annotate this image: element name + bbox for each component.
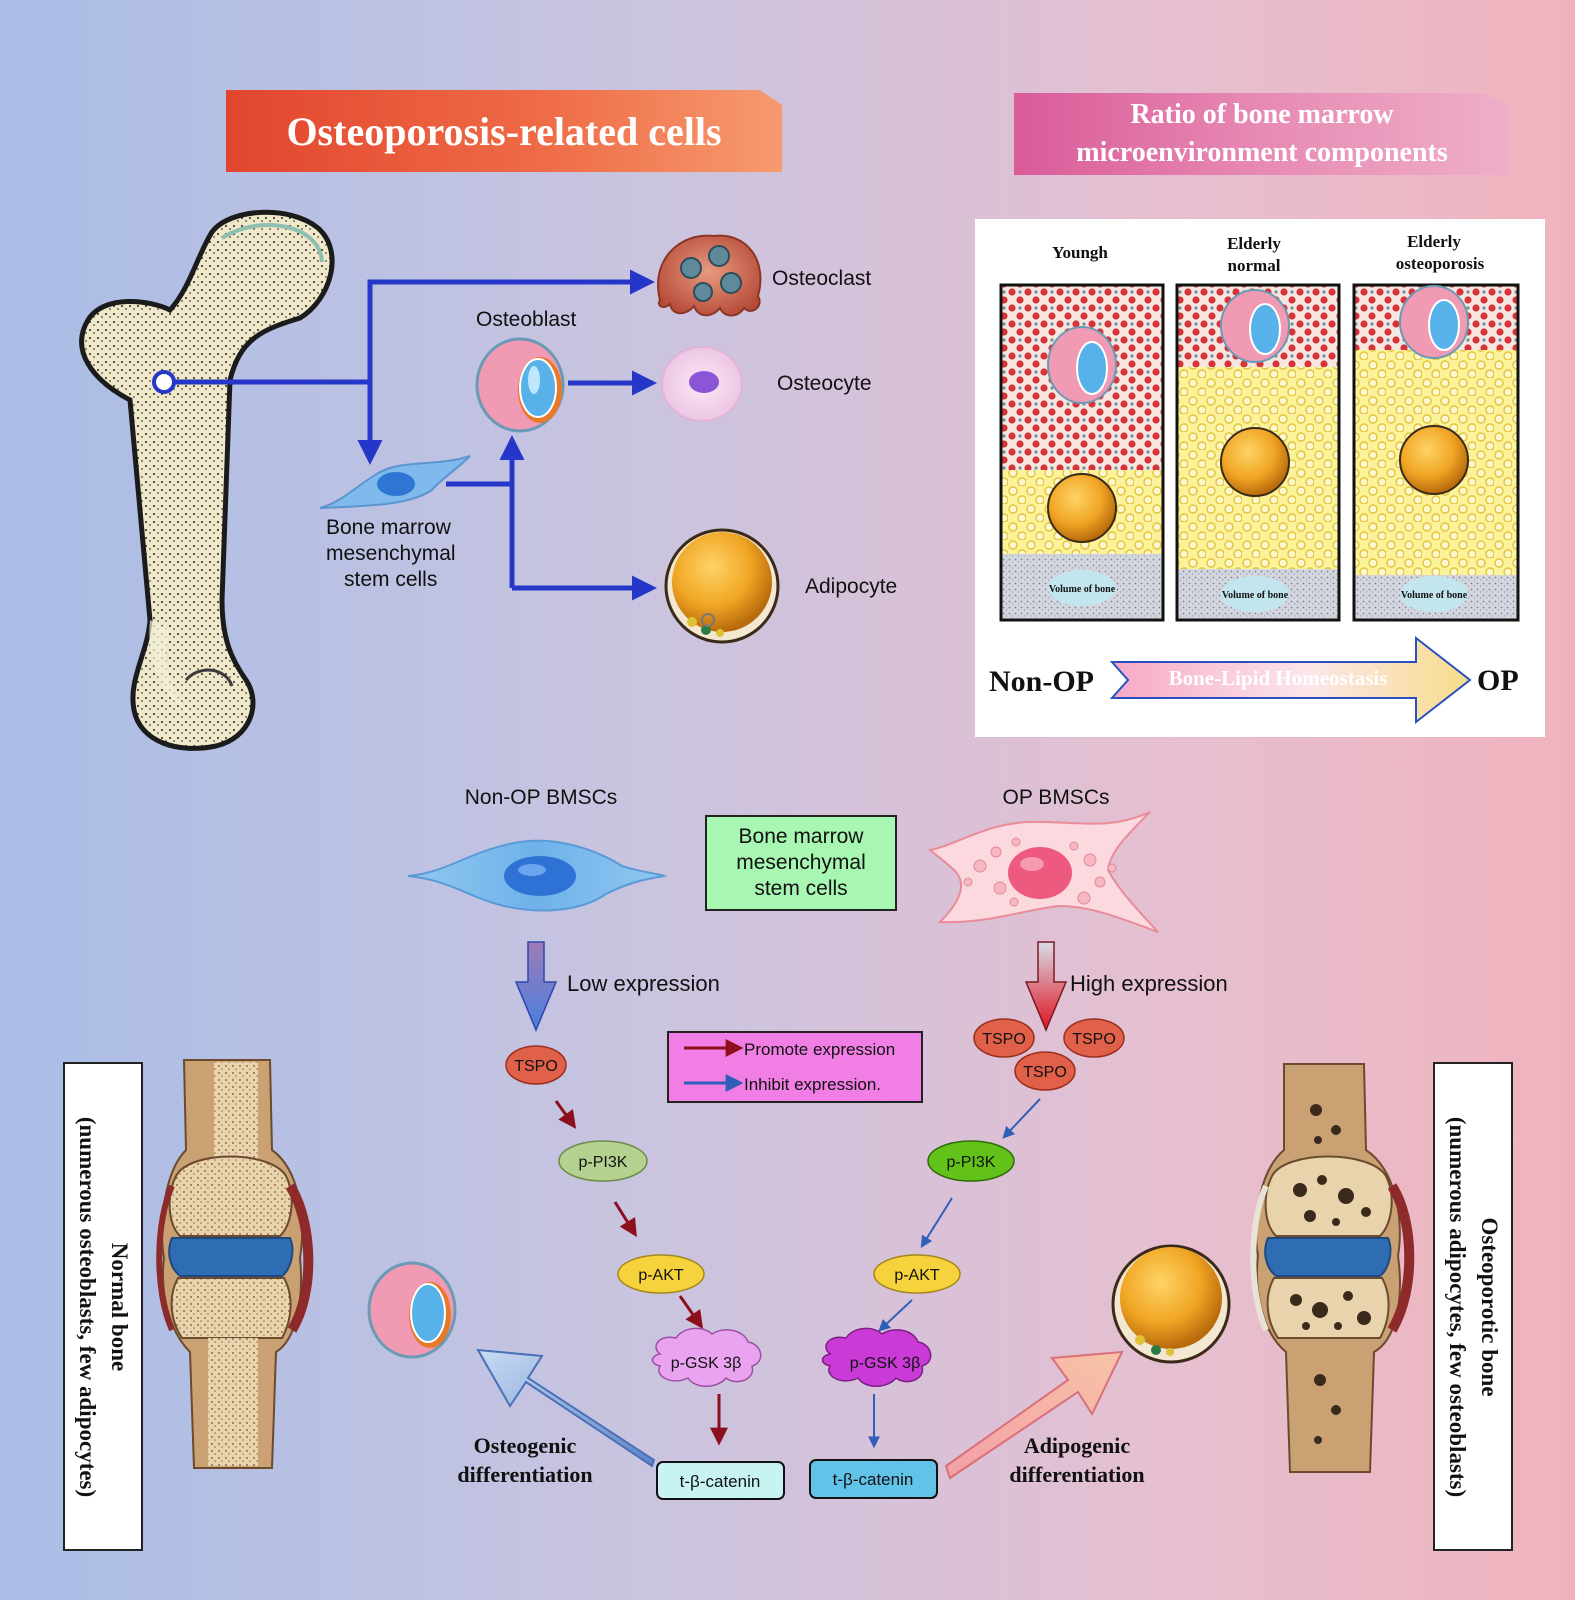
- bmsc-center-box: Bone marrow mesenchymal stem cells: [705, 815, 897, 911]
- tspo-label-right-1: TSPO: [982, 1031, 1026, 1048]
- osteogenic-label-line2: differentiation: [457, 1462, 592, 1487]
- gsk-node-right: [821, 1327, 932, 1387]
- high-expression-arrow: [1024, 941, 1068, 1032]
- catenin-node-left: [656, 1461, 785, 1500]
- tspo-node-right-3: [1014, 1051, 1076, 1091]
- bmsc-label-line3: stem cells: [344, 568, 437, 591]
- expression-legend: [667, 1031, 923, 1103]
- gsk-label-left: p-GSK 3β: [671, 1355, 742, 1372]
- column-elderly-osteoporosis: Volume of bone: [1352, 283, 1520, 622]
- adipocyte-cell-bottom: [1111, 1244, 1231, 1364]
- tspo-label-left: TSPO: [514, 1058, 558, 1075]
- inhibit-legend-label: Inhibit expression.: [744, 1075, 881, 1094]
- tspo-node-right-1: [973, 1018, 1035, 1058]
- non-op-label: Non-OP: [989, 665, 1094, 698]
- ratio-banner: Ratio of bone marrow microenvironment co…: [1014, 93, 1510, 175]
- akt-label-right: p-AKT: [894, 1267, 940, 1284]
- adipogenic-label-line1: Adipogenic: [1024, 1433, 1131, 1458]
- tspo-label-right-3: TSPO: [1023, 1064, 1067, 1081]
- gsk-node-left: [651, 1327, 762, 1387]
- osteogenic-arrow: [476, 1348, 656, 1468]
- homeostasis-arrow: [1109, 635, 1472, 725]
- low-expression-label: Low expression: [567, 971, 720, 996]
- osteoporotic-knee-illustration: [1250, 1063, 1415, 1473]
- tspo-node-left: [505, 1045, 567, 1085]
- bmsc-center-line1: Bone marrow: [738, 824, 864, 848]
- bone-volume-label-young: Volume of bone: [1049, 584, 1116, 595]
- osteocyte-cell: [661, 346, 743, 422]
- ratio-title-line2: microenvironment components: [1076, 137, 1448, 168]
- normal-bone-subtitle: (numerous osteoblasts, few adipocytes): [75, 1116, 100, 1497]
- osteoporotic-bone-side-box: Osteoporotic bone (numerous adipocytes, …: [1433, 1062, 1513, 1551]
- adipogenic-arrow: [944, 1350, 1124, 1480]
- tspo-node-right-2: [1063, 1018, 1125, 1058]
- akt-label-left: p-AKT: [638, 1267, 684, 1284]
- tspo-label-right-2: TSPO: [1072, 1031, 1116, 1048]
- ratio-title-line1: Ratio of bone marrow: [1130, 99, 1394, 131]
- akt-node-left: [617, 1254, 705, 1294]
- osteoblast-cell: [475, 337, 565, 433]
- bmsc-center-line3: stem cells: [754, 877, 848, 901]
- osteoblast-cell-bottom: [367, 1261, 457, 1359]
- column-label-young: Youngh: [1052, 243, 1108, 262]
- osteoclast-label: Osteoclast: [772, 267, 871, 290]
- pi3k-node-left: [558, 1140, 648, 1182]
- ratio-panel: Youngh Elderly normal Elderly osteoporos…: [975, 219, 1545, 737]
- gsk-label-right: p-GSK 3β: [850, 1355, 921, 1372]
- nonop-bmsc-cell: [407, 839, 668, 912]
- osteocyte-label: Osteocyte: [777, 372, 872, 395]
- column-elderly-normal: Volume of bone: [1175, 283, 1341, 622]
- high-expression-label: High expression: [1070, 971, 1228, 996]
- catenin-label-left: t-β-catenin: [680, 1472, 761, 1491]
- adipocyte-cell: [664, 528, 780, 644]
- osteoporotic-bone-subtitle: (numerous adipocytes, few osteoblasts): [1445, 1116, 1470, 1497]
- pi3k-label-left: p-PI3K: [579, 1154, 628, 1171]
- adipocyte-label: Adipocyte: [805, 575, 897, 598]
- adipogenic-label-line2: differentiation: [1009, 1462, 1144, 1487]
- osteoblast-label: Osteoblast: [476, 308, 577, 331]
- osteoclast-cell: [657, 234, 762, 317]
- osteoporosis-cells-banner: Osteoporosis-related cells: [226, 90, 782, 172]
- nonop-bmsc-title: Non-OP BMSCs: [465, 786, 618, 809]
- bmsc-label-line2: mesenchymal: [326, 542, 456, 565]
- bone-volume-label-elderly-op: Volume of bone: [1401, 590, 1468, 601]
- promote-legend-label: Promote expression: [744, 1040, 895, 1059]
- differentiation-arrows: [152, 269, 657, 601]
- osteoporotic-bone-title: Osteoporotic bone: [1477, 1216, 1503, 1397]
- column-label-elderly-op-1: Elderly: [1407, 232, 1461, 251]
- homeostasis-arrow-label: Bone-Lipid Homeostasis: [1169, 666, 1388, 690]
- femur-illustration: [79, 209, 335, 751]
- column-label-elderly-normal-2: normal: [1228, 256, 1281, 275]
- osteoporosis-cells-title: Osteoporosis-related cells: [286, 108, 722, 154]
- pi3k-node-right: [927, 1140, 1015, 1182]
- normal-knee-illustration: [156, 1059, 314, 1469]
- catenin-node-right: [809, 1459, 938, 1499]
- low-expression-arrow: [514, 941, 558, 1032]
- akt-node-right: [873, 1254, 961, 1294]
- pi3k-label-right: p-PI3K: [947, 1154, 996, 1171]
- normal-bone-side-box: Normal bone (numerous osteoblasts, few a…: [63, 1062, 143, 1551]
- bmsc-label-line1: Bone marrow: [326, 516, 452, 539]
- column-young: Volume of bone: [999, 283, 1165, 622]
- bone-volume-label-elderly-normal: Volume of bone: [1222, 590, 1289, 601]
- op-bmsc-title: OP BMSCs: [1003, 786, 1110, 809]
- bmsc-cell: [319, 455, 471, 509]
- normal-bone-title: Normal bone: [107, 1242, 133, 1371]
- osteogenic-label-line1: Osteogenic: [474, 1433, 577, 1458]
- op-label: OP: [1477, 664, 1519, 697]
- nonop-pathway: TSPO p-PI3K p-AKT p-GSK 3β t-β-catenin: [505, 1045, 785, 1500]
- column-label-elderly-normal-1: Elderly: [1227, 234, 1281, 253]
- column-label-elderly-op-2: osteoporosis: [1396, 254, 1485, 273]
- bmsc-center-line2: mesenchymal: [736, 850, 866, 874]
- op-bmsc-cell: [927, 811, 1159, 933]
- bone-marrow-origin-marker: [152, 370, 176, 394]
- catenin-label-right: t-β-catenin: [833, 1470, 914, 1489]
- op-pathway: TSPO TSPO TSPO p-PI3K p-AKT p-GSK 3β t-β…: [809, 1018, 1125, 1499]
